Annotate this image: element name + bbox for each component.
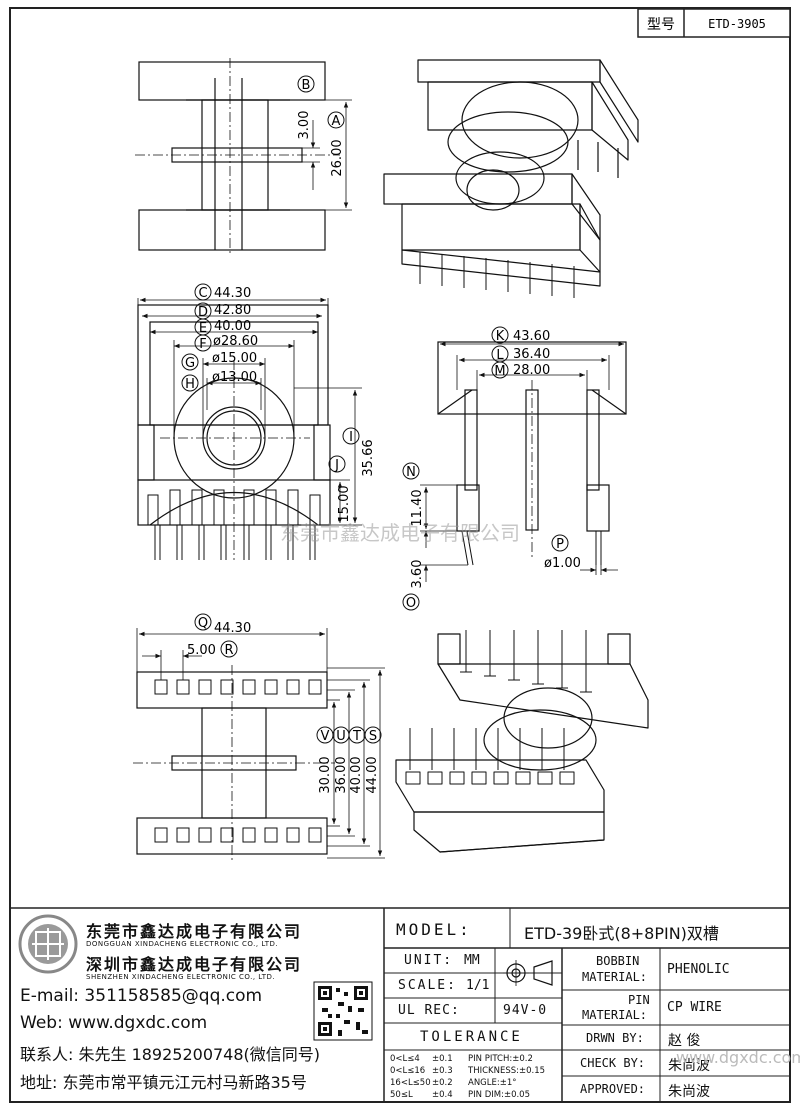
label-u: U (336, 729, 346, 744)
company-web: Web: www.dgxdc.com (20, 1013, 208, 1033)
company-name-dg: 东莞市鑫达成电子有限公司 (86, 922, 303, 941)
label-g: G (185, 356, 195, 371)
drawing-frame (9, 7, 791, 1103)
header-box: 型号 ETD-3905 (637, 8, 791, 38)
company-email: E-mail: 351158585@qq.com (20, 986, 263, 1006)
pin-value: CP WIRE (667, 1000, 722, 1015)
iso-view-bottom (395, 630, 649, 853)
top-view (135, 58, 352, 255)
label-q: Q (198, 616, 208, 631)
side-view-labels: K 43.60 L 36.40 M 28.00 N 11.40 3.60 O P… (402, 326, 581, 611)
pin-label-1: PIN (628, 993, 650, 1007)
company-contact: 联系人: 朱先生 18925200748(微信同号) (20, 1045, 321, 1064)
iso-view-top (383, 59, 639, 298)
dim-t: 40.00 (349, 756, 364, 793)
qr-code-icon (313, 981, 373, 1041)
label-l: L (496, 348, 504, 363)
label-k: K (496, 329, 505, 344)
front-view-labels: C 44.30 D 42.80 E 40.00 F ø28.60 G ø15.0… (181, 283, 376, 523)
dim-q: 44.30 (214, 621, 251, 636)
unit-value: MM (464, 953, 480, 968)
model-value: ETD-39卧式(8+8PIN)双槽 (524, 924, 719, 943)
projection-symbol-icon (503, 960, 553, 986)
company-name-sz: 深圳市鑫达成电子有限公司 (86, 955, 303, 974)
front-view (137, 297, 362, 560)
ulrec-label: UL REC: (398, 1003, 460, 1018)
drwn-label: DRWN BY: (586, 1031, 644, 1045)
drwn-value: 赵 俊 (668, 1033, 701, 1049)
unit-label: UNIT: (404, 953, 454, 968)
scale-value: 1/1 (466, 978, 490, 993)
label-j: J (334, 458, 339, 473)
model-label: MODEL: (396, 920, 472, 939)
company-name-dg-en: DONGGUAN XINDACHENG ELECTRONIC CO., LTD. (86, 940, 279, 948)
label-t: T (352, 729, 361, 744)
label-a: A (332, 114, 341, 129)
top-view-labels: B A 3.00 26.00 (297, 75, 345, 177)
dim-p: ø1.00 (544, 556, 581, 571)
label-r: R (224, 643, 233, 658)
company-address: 地址: 东莞市常平镇元江元村马新路35号 (20, 1073, 307, 1092)
label-p: P (556, 537, 564, 552)
bottom-view-labels: Q 44.30 5.00 R V U T S 30.00 36.00 40.00… (187, 613, 382, 794)
dim-3: 3.00 (297, 111, 312, 140)
label-i: I (349, 430, 353, 445)
label-m: M (494, 364, 505, 379)
label-s: S (369, 729, 377, 744)
dim-h: ø13.00 (212, 370, 257, 385)
label-b: B (302, 78, 311, 93)
label-h: H (185, 377, 195, 392)
dim-26: 26.00 (330, 139, 345, 176)
watermark: 东莞市鑫达成电子有限公司 (280, 521, 520, 545)
bobbin-label-2: MATERIAL: (582, 970, 648, 984)
bobbin-value: PHENOLIC (667, 962, 730, 977)
dim-o: 3.60 (410, 560, 425, 589)
check-label: CHECK BY: (580, 1056, 646, 1070)
watermark-url: www.dgxdc.com (676, 1048, 800, 1067)
scale-label: SCALE: (398, 978, 457, 993)
label-f: F (199, 337, 206, 352)
dim-i: 35.66 (361, 439, 376, 476)
approved-value: 朱尚波 (668, 1084, 710, 1100)
pin-label-2: MATERIAL: (582, 1008, 648, 1022)
label-c: C (198, 286, 207, 301)
label-n: N (406, 465, 416, 480)
company-logo-icon (18, 914, 78, 974)
dim-s: 44.00 (365, 756, 380, 793)
dim-l: 36.40 (513, 347, 550, 362)
dim-d: 42.80 (214, 303, 251, 318)
label-d: D (198, 305, 208, 320)
header-type-value: ETD-3905 (708, 17, 766, 31)
bottom-view (133, 628, 385, 860)
approved-label: APPROVED: (580, 1082, 646, 1096)
dim-n: 11.40 (410, 489, 425, 526)
check-value: 朱尚波 (668, 1058, 710, 1074)
dim-f: ø28.60 (213, 334, 258, 349)
header-type-label: 型号 (647, 17, 675, 33)
label-e: E (199, 321, 207, 336)
dim-r: 5.00 (187, 643, 216, 658)
dim-k: 43.60 (513, 329, 550, 344)
title-block (9, 907, 791, 1103)
dim-m: 28.00 (513, 363, 550, 378)
dim-g: ø15.00 (212, 351, 257, 366)
ulrec-value: 94V-0 (503, 1003, 548, 1018)
label-o: O (406, 596, 416, 611)
bobbin-label-1: BOBBIN (596, 954, 640, 968)
dim-u: 36.00 (334, 756, 349, 793)
dim-c: 44.30 (214, 286, 251, 301)
company-name-sz-en: SHENZHEN XINDACHENG ELECTRONIC CO., LTD. (86, 973, 276, 981)
label-v: V (321, 729, 330, 744)
dim-e: 40.00 (214, 319, 251, 334)
side-view (420, 341, 627, 582)
dim-v: 30.00 (318, 756, 333, 793)
dim-j: 15.00 (337, 485, 352, 522)
tolerance-label: TOLERANCE (420, 1029, 523, 1045)
